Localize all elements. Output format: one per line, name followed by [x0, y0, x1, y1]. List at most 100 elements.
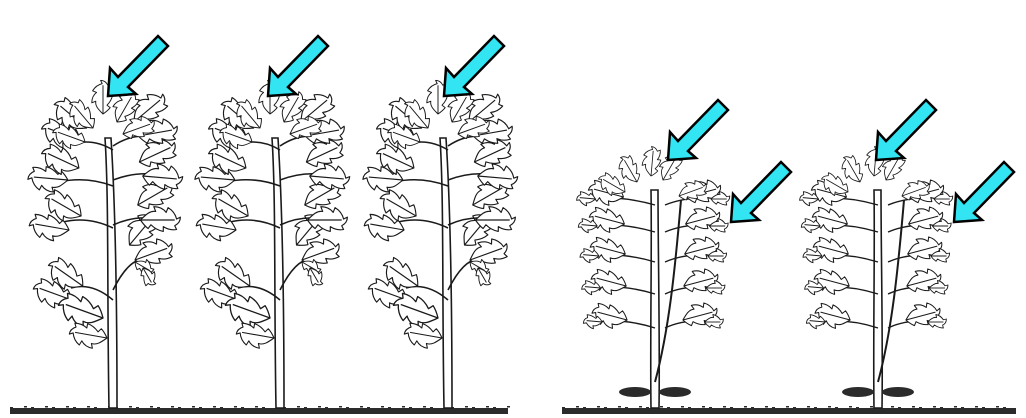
soil-speckle	[800, 408, 803, 410]
soil-speckle	[437, 408, 440, 410]
soil-speckle	[164, 408, 167, 410]
soil-speckle	[185, 408, 188, 410]
soil-speckle	[374, 408, 377, 410]
soil-speckle	[101, 408, 104, 410]
soil-speckle	[989, 408, 992, 410]
soil-speckle	[625, 407, 628, 409]
soil-speckle	[234, 406, 237, 408]
soil-speckle	[45, 406, 48, 408]
leaf	[812, 267, 852, 298]
soil-speckle	[59, 408, 62, 410]
soil-speckle	[765, 406, 768, 408]
soil-speckle	[898, 407, 901, 409]
soil-speckle	[961, 407, 964, 409]
soil-speckle	[255, 406, 258, 408]
soil-speckle	[751, 407, 754, 409]
plants-group	[27, 80, 953, 408]
soil-speckle	[793, 407, 796, 409]
soil-speckle	[402, 406, 405, 408]
soil-speckle	[206, 408, 209, 410]
pruning-arrow-icon	[668, 100, 728, 160]
soil-speckle	[772, 407, 775, 409]
soil-speckle	[66, 406, 69, 408]
leaf	[141, 207, 181, 232]
soil-speckle	[479, 408, 482, 410]
leaf	[813, 301, 853, 332]
soil-speckle	[730, 407, 733, 409]
soil-speckle	[646, 407, 649, 409]
tall-plant	[27, 80, 184, 408]
soil-speckle	[1003, 407, 1006, 409]
soil-speckle	[430, 407, 433, 409]
soil-speckle	[416, 408, 419, 410]
soil-speckle	[311, 408, 314, 410]
plant-stem	[874, 190, 883, 408]
soil-speckle	[723, 406, 726, 408]
plant-branch	[63, 220, 113, 228]
bushy-plant	[576, 146, 730, 408]
soil-speckle	[562, 407, 565, 409]
soil-speckle	[940, 407, 943, 409]
soil-speckle	[982, 407, 985, 409]
soil-speckle	[695, 408, 698, 410]
soil-speckle	[618, 406, 621, 408]
soil-speckle	[178, 407, 181, 409]
soil-speckle	[849, 406, 852, 408]
soil-speckle	[576, 406, 579, 408]
soil-speckle	[31, 407, 34, 409]
plant-branch	[398, 220, 448, 228]
soil-speckle	[213, 406, 216, 408]
soil-speckle	[688, 407, 691, 409]
soil-speckle	[968, 408, 971, 410]
leaf	[641, 146, 662, 177]
soil-speckle	[807, 406, 810, 408]
soil-speckle	[73, 407, 76, 409]
soil-speckle	[248, 408, 251, 410]
soil-speckle	[1010, 408, 1013, 410]
soil-speckle	[590, 408, 593, 410]
soil-speckle	[702, 406, 705, 408]
soil-speckle	[388, 407, 391, 409]
soil-speckle	[269, 408, 272, 410]
soil-speckle	[660, 406, 663, 408]
soil-speckle	[828, 406, 831, 408]
leaf	[476, 207, 516, 232]
soil-speckle	[304, 407, 307, 409]
plant-branch	[230, 220, 280, 228]
soil-speckle	[500, 408, 503, 410]
soil-speckle	[353, 408, 356, 410]
soil-speckle	[395, 408, 398, 410]
soil-speckle	[975, 406, 978, 408]
soil-speckle	[122, 408, 125, 410]
soil-speckle	[569, 408, 572, 410]
soil-speckle	[493, 407, 496, 409]
soil-line-group	[10, 406, 1016, 414]
soil-speckle	[779, 408, 782, 410]
soil-speckle	[38, 408, 41, 410]
soil-speckle	[786, 406, 789, 408]
leaf	[68, 321, 109, 351]
soil-speckle	[716, 408, 719, 410]
soil-speckle	[604, 407, 607, 409]
soil-speckle	[318, 406, 321, 408]
soil-speckle	[129, 406, 132, 408]
soil-speckle	[842, 408, 845, 410]
soil-speckle	[150, 406, 153, 408]
soil-speckle	[996, 406, 999, 408]
soil-speckle	[458, 408, 461, 410]
soil-speckle	[87, 406, 90, 408]
soil-speckle	[891, 406, 894, 408]
leaf	[403, 321, 444, 351]
leaf	[235, 321, 276, 351]
soil-speckle	[632, 408, 635, 410]
soil-speckle	[639, 406, 642, 408]
soil-speckle	[80, 408, 83, 410]
soil-speckle	[339, 406, 342, 408]
soil-speckle	[241, 407, 244, 409]
soil-speckle	[709, 407, 712, 409]
soil-speckle	[926, 408, 929, 410]
soil-speckle	[360, 406, 363, 408]
soil-speckle	[667, 407, 670, 409]
soil-speckle	[199, 407, 202, 409]
